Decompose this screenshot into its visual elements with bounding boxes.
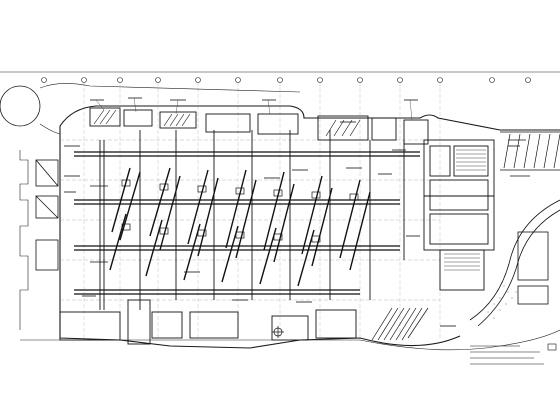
upper-rooms [89,107,429,145]
grid-lines-vertical [83,82,441,340]
ramp-curve [469,199,560,327]
main-duct-trunks [74,151,420,295]
parking-hatch-top [93,109,361,137]
branch-ducts-vertical [99,130,405,310]
diagonal-duct-runs [109,167,371,287]
leader-lines [95,97,413,121]
ramp-hatch [487,285,517,319]
stair-treads [444,149,486,271]
annotation-marks [64,97,530,327]
lower-boundary-curve [20,329,560,351]
right-parking-bays [500,131,560,171]
building-outline [59,105,560,349]
axis-bubbles-top [41,77,531,83]
right-core-block [423,139,495,291]
bottom-ramp-hatch [371,307,429,341]
legend-notes [470,343,557,365]
bottom-rooms [59,299,357,345]
duct-fittings [121,179,359,243]
roundabout-circle [0,83,301,135]
left-equipment [35,159,59,271]
left-stepped-wall [19,150,29,330]
grid-lines-horizontal [60,139,440,301]
bottom-fixture [272,326,284,338]
